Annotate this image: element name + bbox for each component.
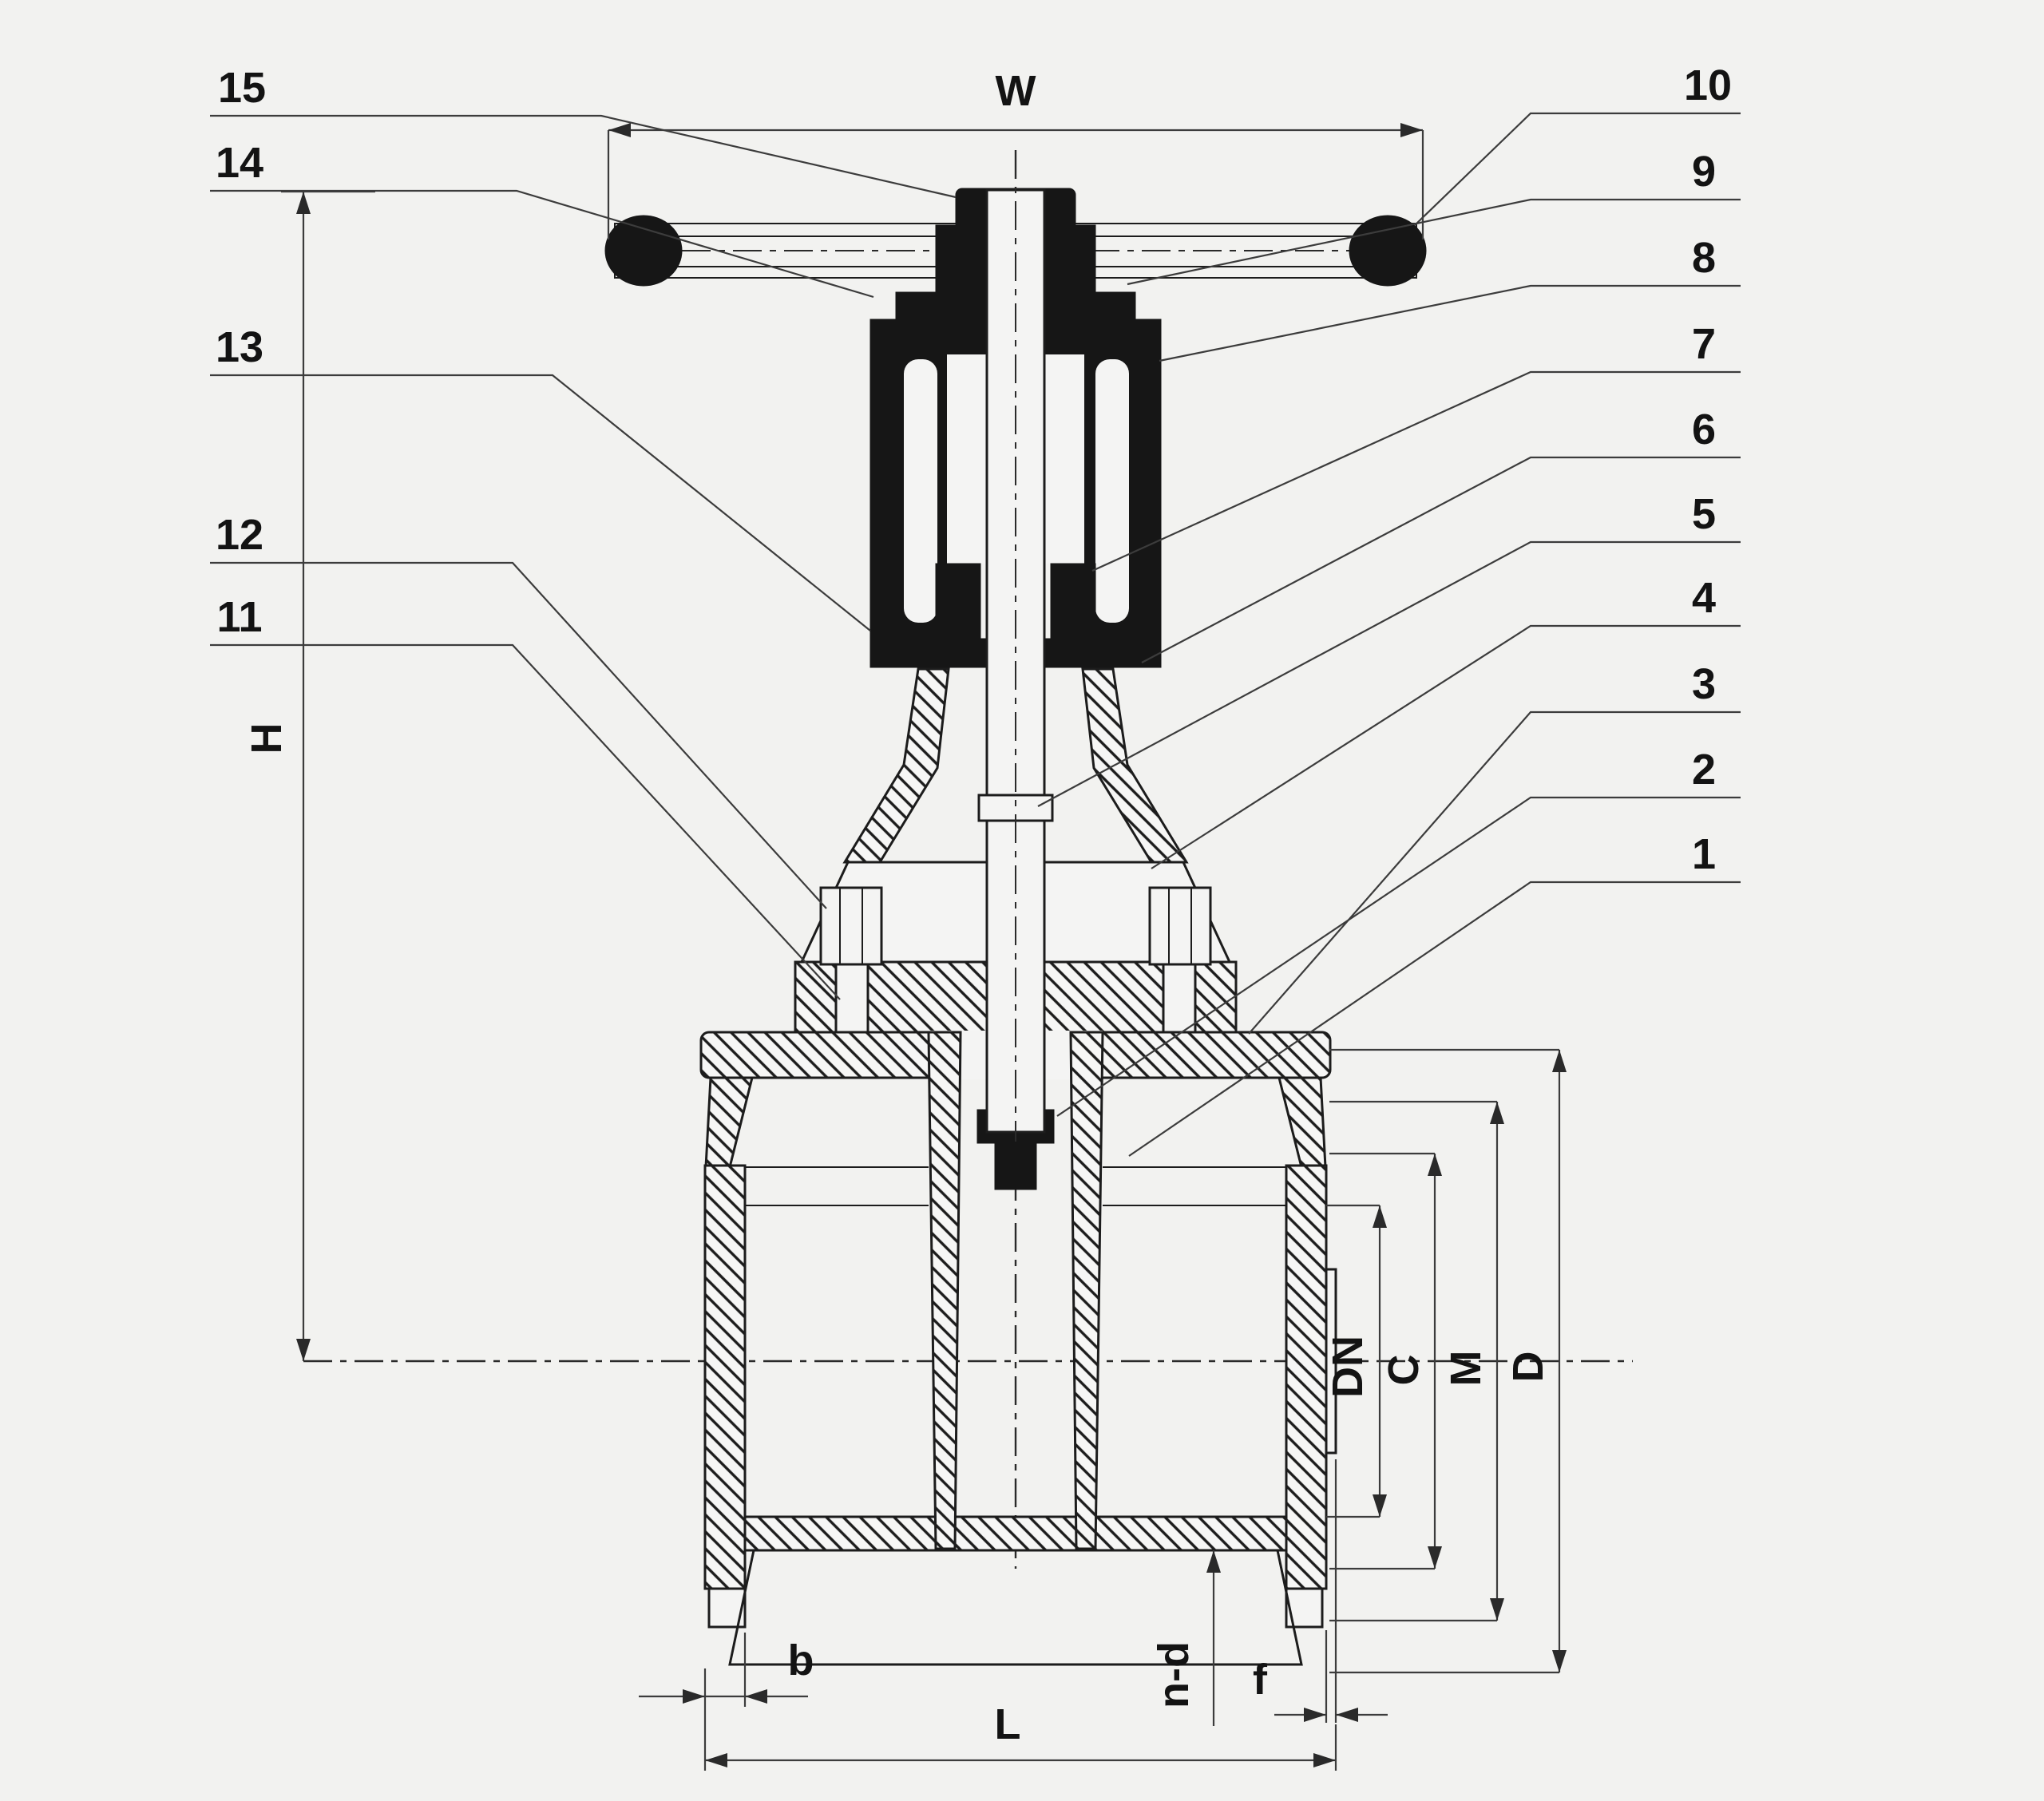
callouts-left: 15 14 13 12 11 [210,64,957,1000]
leader-9 [1127,198,1741,286]
dim-f: f [1253,1459,1388,1723]
leader-11 [210,643,841,1000]
w-arrow-right [1400,123,1423,137]
d-label: D [1504,1352,1552,1383]
leader-4 [1151,624,1741,869]
dim-M: M [1329,1100,1504,1622]
h-label: H [243,723,291,754]
dn-arrow-bottom [1373,1494,1387,1517]
dn-label: DN [1324,1336,1372,1398]
b-arrow-left [683,1689,705,1704]
nd-arrow [1206,1550,1221,1573]
bonnet-bolt-head-right [1148,886,1212,966]
gland-left [935,563,981,644]
nd-label: n-d [1150,1641,1198,1708]
leader-10 [1414,112,1741,226]
stem [977,150,1054,1142]
dim-C: C [1329,1152,1442,1570]
chamber-wall-left [704,1076,754,1169]
l-arrow-right [1313,1753,1336,1767]
w-label: W [996,67,1036,115]
callout-6: 6 [1692,406,1716,453]
wedge-half-right [1069,1031,1104,1550]
leader-12 [210,561,827,909]
centerlines [303,150,1633,1569]
dim-b: b [639,1633,814,1707]
m-label: M [1442,1351,1490,1387]
h-arrow-top [296,192,311,214]
handwheel-knob-right [1349,215,1427,287]
callout-2: 2 [1692,746,1716,794]
leader-8 [1159,284,1741,362]
w-arrow-left [608,123,631,137]
dim-L: L [703,1700,1337,1771]
m-arrow-bottom [1490,1598,1504,1621]
callout-13: 13 [216,323,263,371]
body-bottom-wall [743,1515,1288,1552]
callout-11: 11 [216,593,262,641]
leader-5 [1037,540,1741,807]
leader-14 [210,189,874,299]
dn-arrow-top [1373,1205,1387,1228]
callout-1: 1 [1692,830,1716,878]
handwheel-knob-left [604,215,683,287]
l-arrow-left [705,1753,727,1767]
leader-1 [1128,881,1741,1157]
f-arrow-left [1304,1708,1326,1722]
l-label: L [995,1700,1021,1748]
c-arrow-top [1428,1154,1442,1176]
b-arrow-right [745,1689,767,1704]
callouts-right: 10 9 8 7 6 5 4 3 2 1 [1037,61,1741,1157]
f-label: f [1253,1656,1268,1704]
leader-2 [1056,796,1741,1117]
dim-W: W [607,67,1424,239]
leader-6 [1141,456,1741,663]
dim-nd: n-d [1150,1550,1221,1726]
callout-3: 3 [1692,660,1716,708]
callout-10: 10 [1684,61,1732,109]
callout-7: 7 [1692,320,1716,368]
bonnet-neck-wall-left [842,667,950,864]
h-arrow-bottom [296,1339,311,1361]
callout-5: 5 [1692,490,1716,538]
leader-15 [210,114,957,199]
dim-D: D [1329,1048,1567,1674]
b-label: b [788,1637,814,1684]
wedge-nut [994,1142,1037,1190]
leader-7 [1091,370,1741,572]
d-arrow-bottom [1552,1650,1567,1672]
callout-9: 9 [1692,148,1716,196]
callout-12: 12 [216,511,263,559]
callout-15: 15 [218,64,266,112]
c-label: C [1380,1355,1428,1386]
m-arrow-top [1490,1102,1504,1124]
valve-body [699,1031,1337,1666]
raised-face-lip [1325,1268,1337,1455]
d-arrow-top [1552,1050,1567,1072]
bonnet-bolt-head-left [819,886,883,966]
leader-3 [1248,711,1741,1035]
pipe-flange-right [1285,1164,1328,1590]
wedge-half-left [927,1031,962,1550]
body-bottom-skirt [728,1549,1303,1666]
gland-right [1050,563,1096,644]
yoke-window-right [1095,359,1129,623]
dim-H: H [243,190,375,1361]
yoke-window-left [904,359,937,623]
f-arrow-right [1336,1708,1358,1722]
callout-14: 14 [216,139,263,187]
callout-8: 8 [1692,234,1716,282]
chamber-wall-right [1278,1076,1327,1169]
pipe-flange-left [703,1164,747,1590]
bonnet-neck-wall-right [1081,667,1189,864]
leader-13 [210,374,871,631]
dim-DN: DN [1324,1204,1387,1518]
callout-4: 4 [1692,574,1716,622]
c-arrow-bottom [1428,1546,1442,1569]
